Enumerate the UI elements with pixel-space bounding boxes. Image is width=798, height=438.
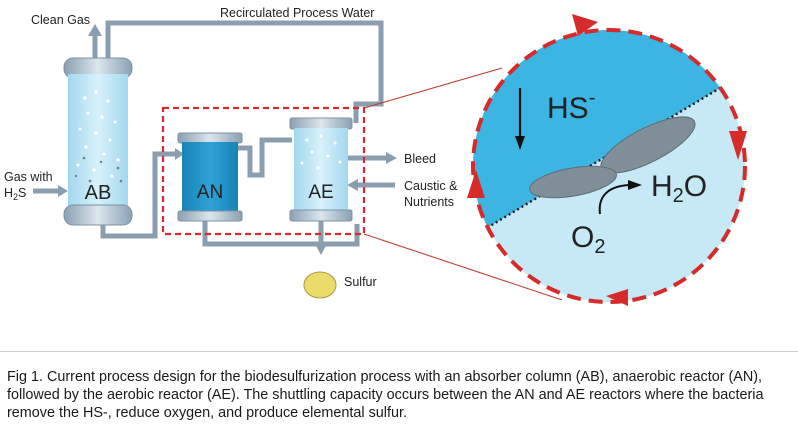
caustic-arrowhead [347,179,358,191]
ab-an-arrowhead [175,148,184,160]
an-bottom-cap [177,210,243,222]
arrowheads [58,24,397,255]
gas-with-label: Gas with [4,170,53,184]
recirculated-water-label: Recirculated Process Water [220,6,374,20]
rotation-arrowhead-bottom [606,289,628,306]
ae-body [294,128,348,211]
rotation-arrowhead-top [572,14,598,36]
ab-particles [74,156,123,188]
an-body [182,142,238,212]
caustic-label: Caustic & [404,179,458,193]
ae-reactor: AE [289,117,353,222]
ab-to-an-pipe [100,151,178,239]
ab-bottom-cap [63,204,133,226]
rotation-arrowhead-right [729,131,747,160]
nutrients-label: Nutrients [404,195,454,209]
sulfur-arrowhead [315,244,327,255]
ab-label: AB [85,182,112,204]
o2-to-h2o-arrowhead [628,180,642,190]
h2s-label: H2S [4,186,26,202]
zoom-connector-top [363,67,503,109]
process-diagram: AB AN AE Clean Gas Recirculated Process … [4,6,747,306]
an-reactor: AN [177,132,243,222]
zoom-circle-border [471,28,747,304]
ab-body [68,74,128,210]
h2o-label: H2O [651,170,707,207]
rotation-arrowhead-left [467,170,485,198]
ae-label: AE [308,182,333,203]
sulfur-granule [303,271,337,299]
ae-top-cap [289,117,353,130]
sulfur-label: Sulfur [344,275,377,289]
zoom-circle: HS- H2O O2 [467,14,747,306]
clean-gas-arrowhead [88,24,102,36]
figure-caption: Fig 1. Current process design for the bi… [7,369,764,421]
shuttling-dashed-box [161,106,366,236]
caption-box: Fig 1. Current process design for the bi… [0,351,798,438]
zoom-connector-bottom [363,233,563,301]
bleed-label: Bleed [404,152,436,166]
bleed-arrowhead [386,152,397,164]
o2-label: O2 [571,221,605,258]
rotation-arrowheads [467,14,747,306]
ab-column: AB [63,57,133,226]
hs-label: HS- [547,87,595,125]
an-top-cap [177,132,243,144]
o2-to-h2o-arrow [598,184,631,215]
an-ae-bottom-pipe [202,220,360,247]
hs-down-arrowhead [515,136,525,150]
ab-bubbles [76,90,120,178]
an-label: AN [197,182,223,203]
ae-bottom-cap [289,209,353,222]
ae-bubbles [300,134,342,170]
bacterium-left [529,165,617,199]
clean-gas-label: Clean Gas [31,13,90,27]
gas-inlet-arrowhead [58,185,68,197]
